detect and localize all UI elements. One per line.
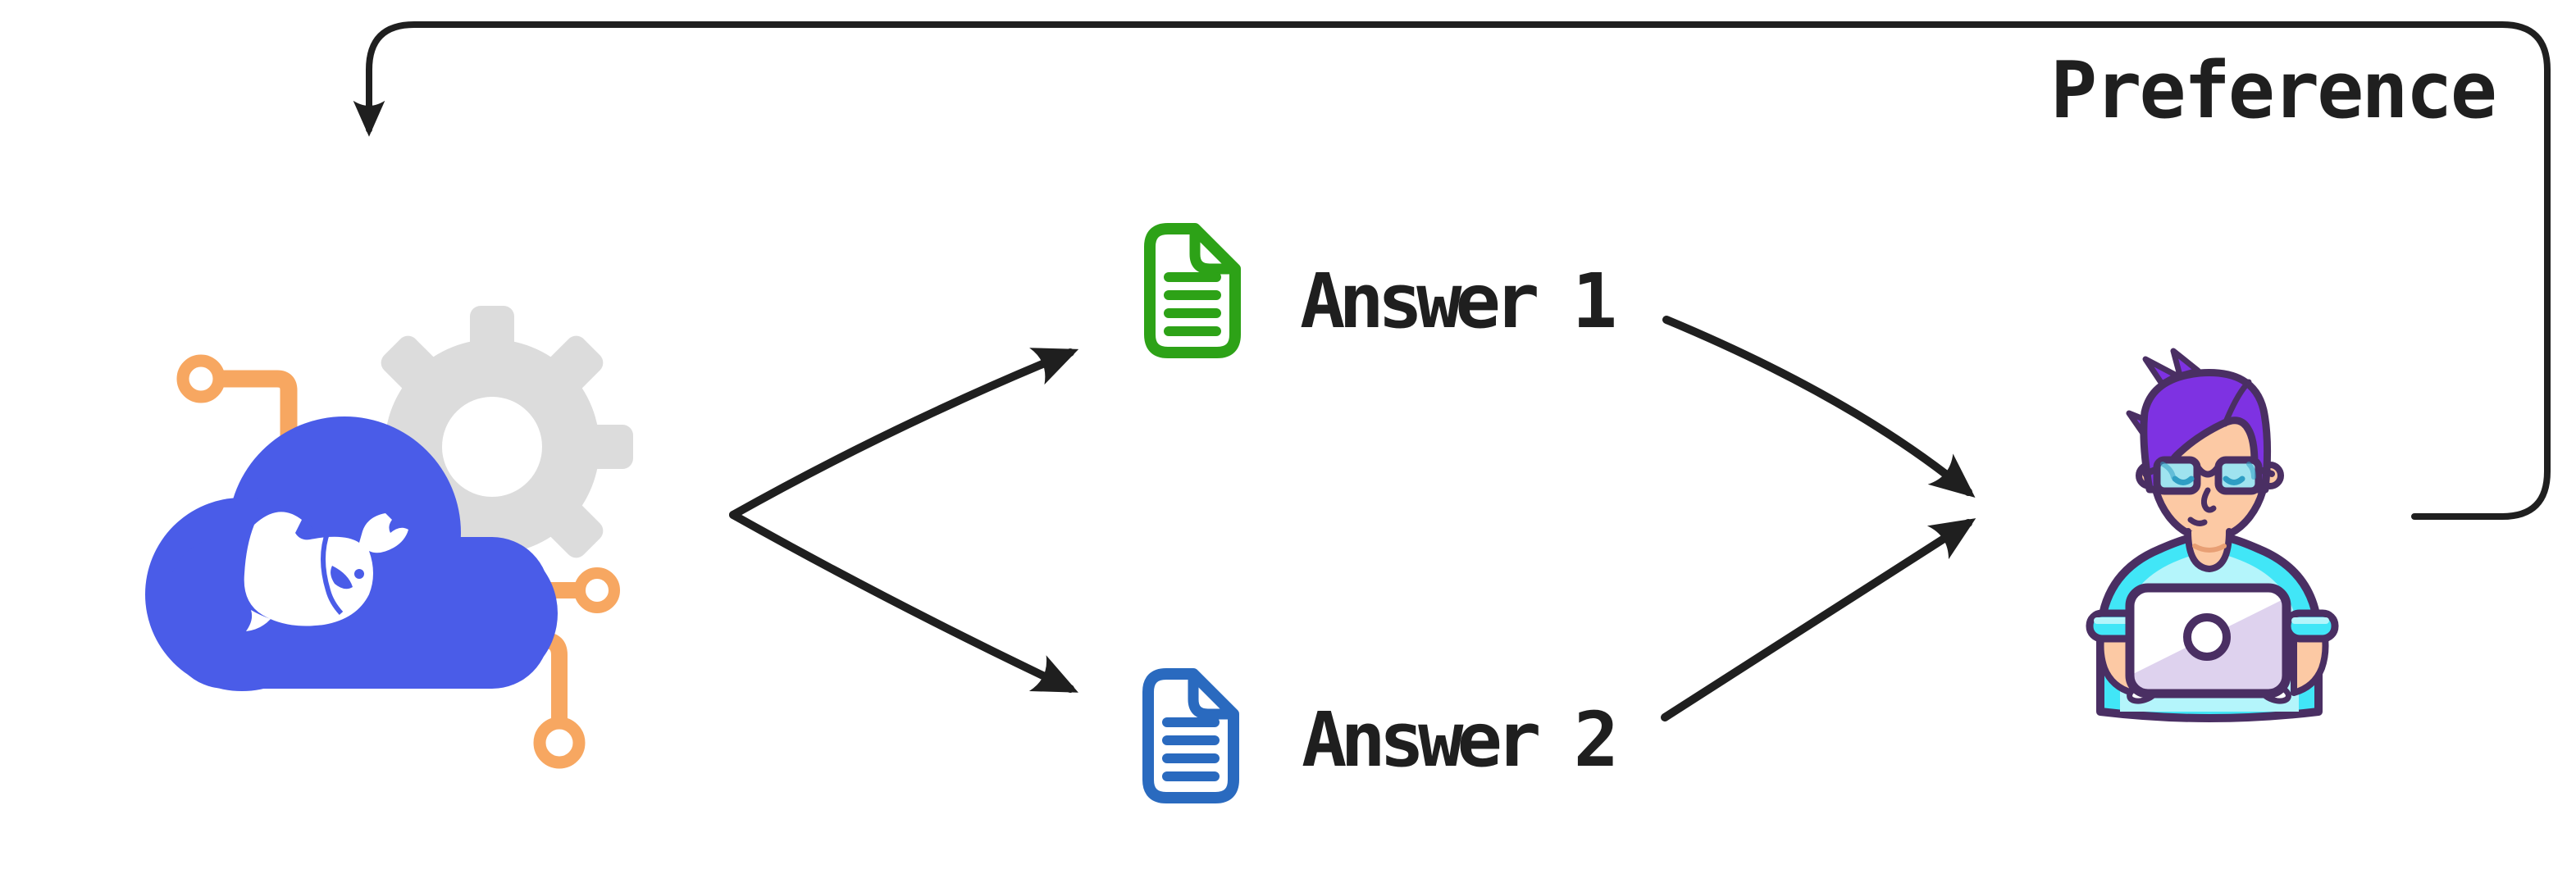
arm-right	[2291, 635, 2329, 696]
human-evaluator-icon	[2086, 348, 2339, 722]
arrow-answer2-to-human	[1661, 518, 1976, 721]
ai-model-icon	[145, 306, 633, 769]
laptop-logo	[2183, 613, 2231, 661]
glasses-icon	[2142, 456, 2275, 495]
cuff-right	[2283, 609, 2339, 643]
arrow-model-to-answer1	[729, 348, 1079, 519]
answer1-label: Answer 1	[1300, 257, 1617, 345]
nose	[2200, 487, 2217, 513]
answer1-doc-icon	[1144, 223, 1241, 358]
answer2-label: Answer 2	[1302, 696, 1619, 784]
chin-shadow	[2192, 544, 2227, 553]
arrow-model-to-answer2	[729, 511, 1078, 693]
answer2-doc-icon	[1142, 668, 1239, 803]
whale-icon	[244, 512, 408, 631]
laptop-icon	[2125, 583, 2291, 699]
preference-label: Preference	[2050, 46, 2497, 136]
preference-feedback-arrow	[353, 21, 2551, 520]
mouth	[2187, 517, 2208, 526]
arrow-answer1-to-human	[1662, 316, 1976, 498]
converge-arrows	[1661, 316, 1976, 721]
split-arrows	[729, 348, 1079, 693]
